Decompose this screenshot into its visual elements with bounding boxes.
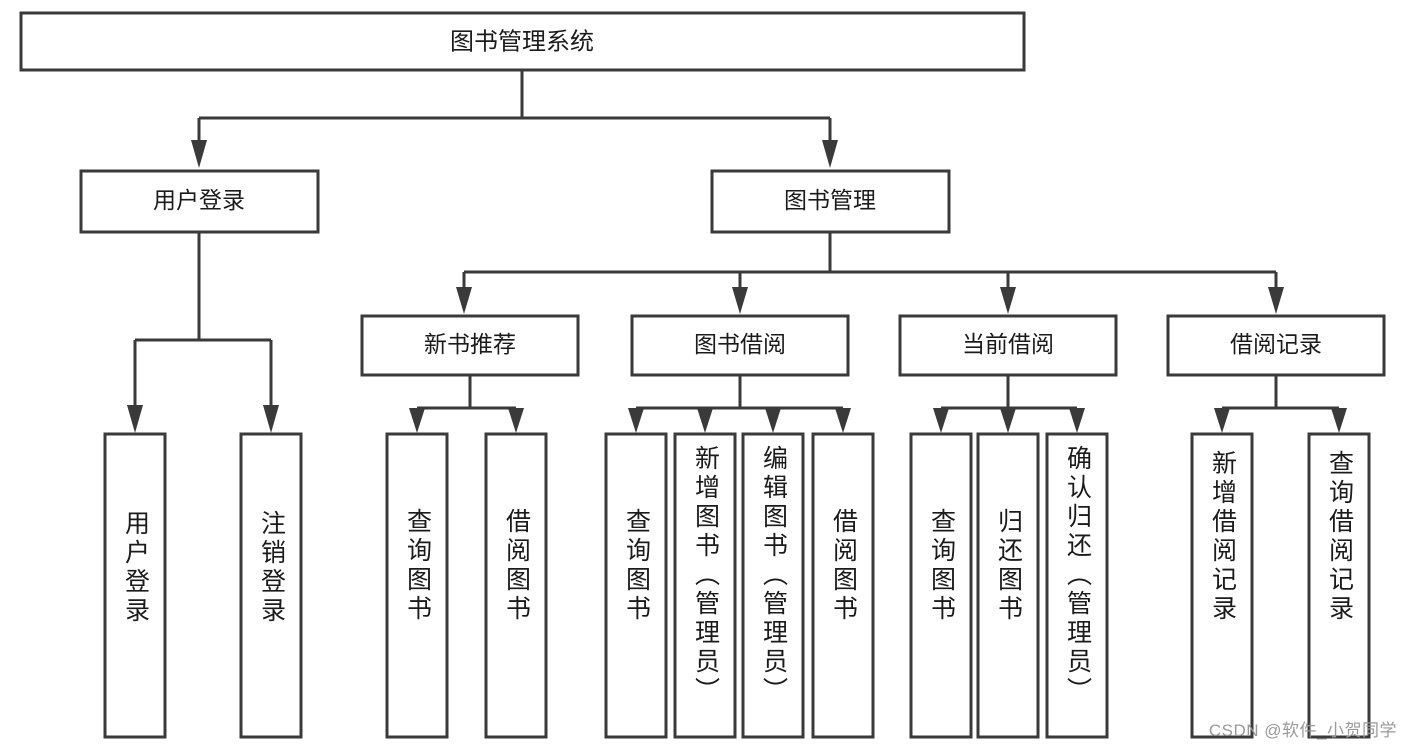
connector-book-mgmt-to-level3: [456, 232, 1284, 314]
node-book-management-label: 图书管理: [784, 187, 876, 213]
leaf-box-book-borrow-3[interactable]: [741, 432, 805, 739]
node-borrow-record-box: [1166, 314, 1386, 377]
leaf-box-new-book-2[interactable]: [484, 432, 548, 739]
leaf-box-user-login-2[interactable]: [239, 432, 303, 739]
arrow-head-l3-3: [1000, 287, 1016, 314]
node-current-borrow-label: 当前借阅: [962, 331, 1054, 357]
node-book-borrow-label: 图书借阅: [694, 331, 786, 357]
arrow-head-leaf-b3: [765, 408, 781, 433]
arrow-head-leaf-n2: [508, 408, 524, 433]
arrow-head-leaf-u1: [127, 405, 143, 433]
node-user-login-box: [79, 169, 320, 234]
node-current-borrow[interactable]: 当前借阅: [898, 314, 1118, 377]
leaf-box-current-borrow-2[interactable]: [976, 432, 1040, 739]
node-root-system[interactable]: 图书管理系统: [19, 11, 1026, 72]
arrow-head-book-mgmt: [822, 140, 838, 168]
connector-borrow-record-to-leaves: [1214, 375, 1347, 433]
node-new-book-recommend-box: [360, 314, 580, 377]
node-borrow-record[interactable]: 借阅记录: [1166, 314, 1386, 377]
connector-user-login-to-leaves: [127, 232, 279, 433]
node-book-borrow-box: [630, 314, 850, 377]
node-borrow-record-label: 借阅记录: [1230, 331, 1322, 357]
leaf-boxes-borrow-record: [1190, 432, 1371, 739]
node-root-system-label: 图书管理系统: [450, 28, 594, 55]
arrow-head-leaf-c3: [1069, 408, 1085, 433]
arrow-head-l3-1: [456, 287, 472, 314]
node-root-system-box: [19, 11, 1026, 72]
arrow-head-l3-4: [1268, 287, 1284, 314]
node-new-book-recommend-label: 新书推荐: [424, 331, 516, 357]
node-user-login[interactable]: 用户登录: [79, 169, 320, 234]
arrow-head-leaf-r2: [1331, 408, 1347, 433]
leaf-box-current-borrow-1[interactable]: [909, 432, 973, 739]
leaf-boxes-new-book-recommend: [385, 432, 548, 739]
node-user-login-label: 用户登录: [153, 187, 245, 213]
node-book-management[interactable]: 图书管理: [710, 169, 951, 234]
leaf-box-user-login-1[interactable]: [103, 432, 167, 739]
leaf-box-borrow-record-1[interactable]: [1190, 432, 1254, 739]
node-book-management-box: [710, 169, 951, 234]
node-current-borrow-box: [898, 314, 1118, 377]
csdn-watermark: CSDN @软件_小贺同学: [1208, 721, 1397, 740]
leaf-box-new-book-1[interactable]: [385, 432, 449, 739]
arrow-head-leaf-r1: [1214, 408, 1230, 433]
leaf-boxes-book-borrow: [604, 432, 875, 739]
arrow-head-l3-2: [732, 287, 748, 314]
arrow-head-user-login: [191, 140, 207, 168]
connector-new-book-to-leaves: [409, 375, 524, 433]
connector-root-to-level2: [191, 70, 838, 168]
connector-book-borrow-to-leaves: [628, 375, 851, 433]
leaf-box-book-borrow-4[interactable]: [811, 432, 875, 739]
node-book-borrow[interactable]: 图书借阅: [630, 314, 850, 377]
connector-current-borrow-to-leaves: [933, 375, 1085, 433]
leaf-box-book-borrow-1[interactable]: [604, 432, 668, 739]
arrow-head-leaf-c1: [933, 408, 949, 433]
arrow-head-leaf-b1: [628, 408, 644, 433]
arrow-head-leaf-b4: [835, 408, 851, 433]
arrow-head-leaf-n1: [409, 408, 425, 433]
arrow-head-leaf-c2: [1000, 408, 1016, 433]
leaf-box-current-borrow-3[interactable]: [1045, 432, 1109, 739]
leaf-boxes-current-borrow: [909, 432, 1109, 739]
leaf-boxes-user-login: [103, 432, 303, 739]
leaf-box-book-borrow-2[interactable]: [673, 432, 737, 739]
node-new-book-recommend[interactable]: 新书推荐: [360, 314, 580, 377]
arrow-head-leaf-u2: [263, 405, 279, 433]
leaf-box-borrow-record-2[interactable]: [1307, 432, 1371, 739]
arrow-head-leaf-b2: [697, 408, 713, 433]
